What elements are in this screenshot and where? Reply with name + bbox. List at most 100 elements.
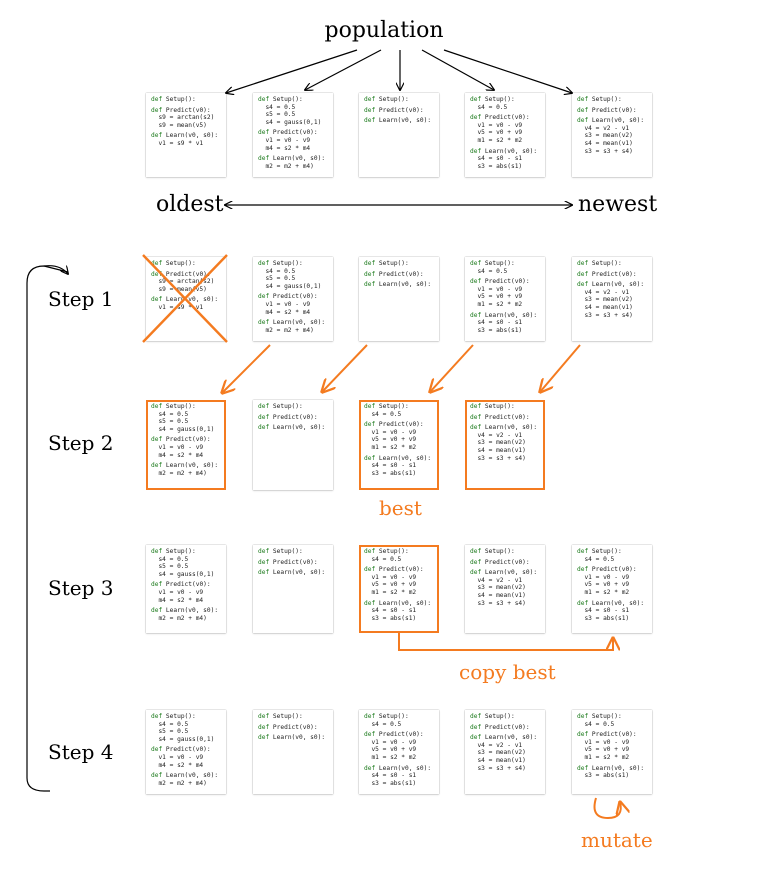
- code-line: def Learn(v0, s0):: [364, 281, 432, 289]
- code-line: def Learn(v0, s0):: [577, 117, 645, 125]
- loop-bracket: [26, 265, 69, 792]
- code-line: s4 = 0.5: [470, 267, 508, 275]
- code-line: s4 = gauss(0,1): [258, 118, 322, 126]
- program-card: def Setup(): s4 = 0.5 s5 = 0.5 s4 = gaus…: [146, 710, 226, 794]
- copy-best-arrow: [398, 633, 613, 651]
- step-1-label: Step 1: [48, 287, 114, 311]
- code-line: s9 = mean(v5): [151, 121, 207, 129]
- mutate-label: mutate: [581, 828, 653, 852]
- program-card: def Setup():def Predict(v0):def Learn(v0…: [253, 710, 333, 794]
- code-line: def Predict(v0):: [258, 293, 318, 301]
- code-line: v1 = v0 - v9: [364, 738, 417, 746]
- code-line: v1 = v0 - v9: [151, 443, 204, 451]
- code-line: def Predict(v0):: [258, 723, 318, 731]
- code-line: v4 = v2 - v1: [577, 124, 630, 132]
- code-line: def Learn(v0, s0):: [364, 764, 432, 772]
- shift-arrow: [222, 344, 271, 393]
- code-line: def Learn(v0, s0):: [470, 734, 538, 742]
- program-card: def Setup():def Predict(v0):def Learn(v0…: [253, 545, 333, 633]
- code-line: s4 = 0.5: [151, 555, 189, 563]
- code-line: def Learn(v0, s0):: [470, 147, 538, 155]
- code-line: s4 = s0 - s1: [470, 319, 523, 327]
- code-line: s4 = 0.5: [364, 720, 402, 728]
- code-line: m2 = m2 + m4): [151, 469, 207, 477]
- code-line: def Learn(v0, s0):: [577, 281, 645, 289]
- code-line: def Predict(v0):: [577, 106, 637, 114]
- code-line: v5 = v0 + v9: [577, 581, 630, 589]
- code-line: def Predict(v0):: [470, 278, 530, 286]
- code-line: def Setup():: [470, 260, 515, 267]
- population-arrow: [443, 49, 572, 93]
- code-line: v1 = v0 - v9: [151, 753, 204, 761]
- code-line: s3 = abs(s1): [364, 614, 417, 622]
- copy-best-label: copy best: [459, 660, 556, 684]
- code-line: def Learn(v0, s0):: [258, 155, 326, 163]
- code-line: def Learn(v0, s0):: [258, 424, 326, 432]
- code-line: s4 = 0.5: [364, 410, 402, 418]
- code-line: def Learn(v0, s0):: [258, 734, 326, 742]
- loop-arrow: [43, 265, 68, 274]
- program-card-sampled: def Setup():def Predict(v0):def Learn(v0…: [465, 400, 545, 490]
- population-title: population: [324, 18, 444, 43]
- code-line: def Setup():: [364, 713, 409, 720]
- code-line: s5 = 0.5: [151, 728, 189, 736]
- code-line: m1 = s2 * m2: [577, 588, 630, 596]
- code-line: def Learn(v0, s0):: [364, 599, 432, 607]
- code-line: s3 = abs(s1): [364, 779, 417, 787]
- code-line: def Setup():: [364, 96, 409, 103]
- code-line: m4 = s2 * m4: [258, 144, 311, 152]
- code-line: def Setup():: [470, 548, 515, 555]
- code-line: v1 = v0 - v9: [364, 573, 417, 581]
- code-line: def Predict(v0):: [258, 129, 318, 137]
- code-line: v1 = s9 * v1: [151, 139, 204, 147]
- code-line: m4 = s2 * m4: [258, 308, 311, 316]
- code-line: s4 = mean(v1): [470, 446, 526, 454]
- code-line: def Learn(v0, s0):: [151, 132, 219, 140]
- code-line: s5 = 0.5: [258, 111, 296, 119]
- code-line: s3 = mean(v2): [470, 749, 526, 757]
- code-line: s4 = gauss(0,1): [258, 282, 322, 290]
- code-line: def Predict(v0):: [364, 566, 424, 574]
- code-line: s4 = mean(v1): [470, 756, 526, 764]
- code-line: s4 = 0.5: [151, 410, 189, 418]
- code-line: s4 = s0 - s1: [470, 155, 523, 163]
- code-line: def Predict(v0):: [151, 581, 211, 589]
- code-line: s4 = 0.5: [577, 555, 615, 563]
- shift-arrow: [322, 344, 368, 392]
- code-line: m1 = s2 * m2: [577, 753, 630, 761]
- step-4-label: Step 4: [48, 740, 114, 764]
- code-line: def Setup():: [151, 96, 196, 103]
- code-line: v4 = v2 - v1: [470, 576, 523, 584]
- code-line: def Setup():: [364, 548, 409, 555]
- code-line: s3 = mean(v2): [577, 296, 633, 304]
- code-line: s3 = abs(s1): [470, 326, 523, 334]
- code-line: s4 = 0.5: [151, 720, 189, 728]
- code-line: v4 = v2 - v1: [470, 741, 523, 749]
- code-line: v5 = v0 + v9: [577, 746, 630, 754]
- code-line: s4 = 0.5: [577, 720, 615, 728]
- shift-arrows: [222, 344, 581, 393]
- code-line: m2 = m2 + m4): [151, 614, 207, 622]
- code-line: m1 = s2 * m2: [470, 136, 523, 144]
- code-line: m2 = m2 + m4): [258, 326, 314, 334]
- code-line: def Setup():: [470, 713, 515, 720]
- code-line: v5 = v0 + v9: [470, 293, 523, 301]
- code-line: v5 = v0 + v9: [364, 581, 417, 589]
- code-line: def Learn(v0, s0):: [364, 117, 432, 125]
- code-line: s4 = mean(v1): [577, 139, 633, 147]
- code-line: def Learn(v0, s0):: [577, 764, 645, 772]
- code-line: s4 = 0.5: [470, 103, 508, 111]
- best-label: best: [379, 496, 422, 520]
- code-line: def Learn(v0, s0):: [151, 607, 219, 615]
- population-arrows: [226, 49, 572, 93]
- program-card: def Setup(): s4 = 0.5 s5 = 0.5 s4 = gaus…: [253, 93, 333, 177]
- oldest-label: oldest: [156, 192, 224, 217]
- code-line: m2 = m2 + m4): [151, 779, 207, 787]
- code-line: m1 = s2 * m2: [364, 443, 417, 451]
- code-line: m2 = m2 + m4): [258, 162, 314, 170]
